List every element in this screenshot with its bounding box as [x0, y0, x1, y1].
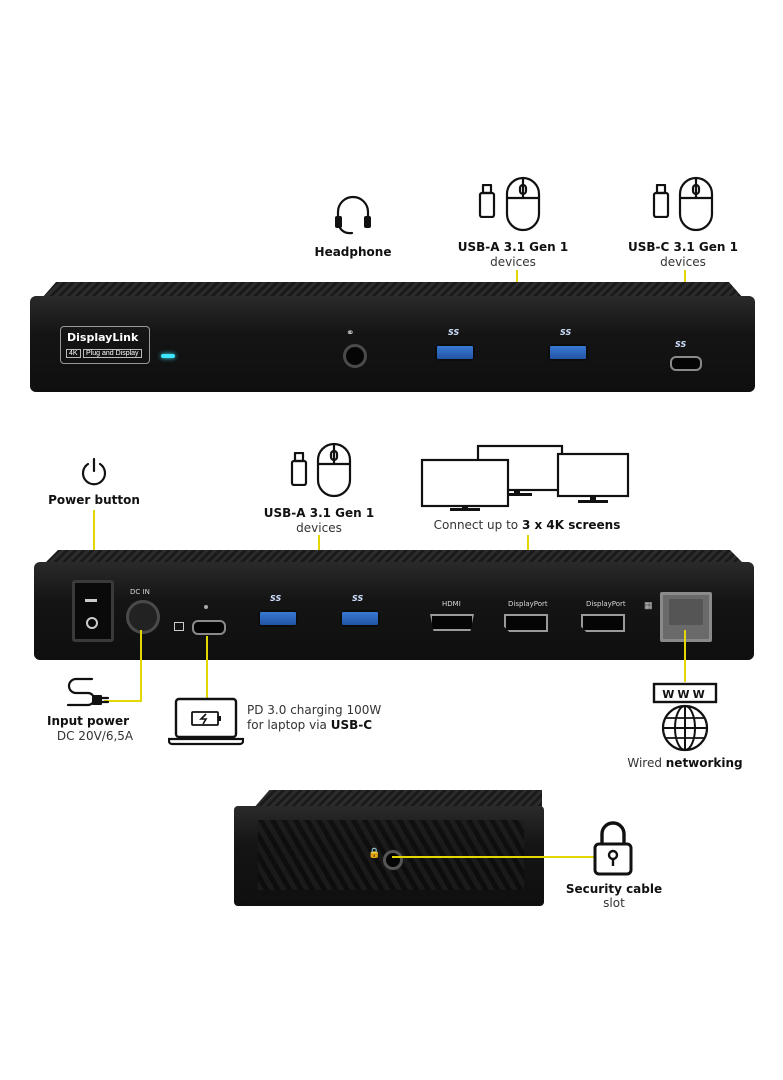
pd-line2-bold: USB-C: [330, 718, 373, 732]
front-usba-port-1[interactable]: [435, 344, 475, 361]
rear-usba-sub: devices: [296, 521, 342, 535]
ss-logo-icon: SS: [448, 328, 460, 337]
padlock-icon: [592, 820, 634, 883]
screens-bold: 3 x 4K screens: [521, 518, 621, 532]
rear-usba-port-1[interactable]: [258, 610, 298, 627]
networking-prefix: Wired: [627, 756, 666, 770]
rear-usbc-port[interactable]: [192, 620, 226, 635]
displayport-1-port[interactable]: [504, 614, 548, 632]
front-usbc-label: USB-C 3.1 Gen 1: [628, 240, 738, 254]
front-usba-label: USB-A 3.1 Gen 1: [457, 240, 569, 254]
brand-plug: Plug and Display: [83, 349, 142, 358]
brand-4k: 4K: [66, 349, 81, 358]
brand-text: DisplayLink: [67, 331, 139, 344]
rear-usba-label: USB-A 3.1 Gen 1: [263, 506, 375, 520]
www-globe-icon: [652, 680, 718, 757]
ethernet-port[interactable]: [660, 592, 712, 642]
front-usba-port-2[interactable]: [548, 344, 588, 361]
power-switch[interactable]: [72, 580, 114, 642]
displayport-1-label: DisplayPort: [508, 600, 548, 608]
mouse-icon: [505, 176, 541, 237]
hdmi-port[interactable]: [430, 614, 474, 631]
rear-usba-port-2[interactable]: [340, 610, 380, 627]
ss-logo-icon: SS: [560, 328, 572, 337]
network-icon: ▦: [644, 600, 653, 610]
displayport-2-label: DisplayPort: [586, 600, 626, 608]
ss-logo-icon: SS: [270, 594, 282, 603]
ss-logo-icon: SS: [352, 594, 364, 603]
ss-logo-icon: SS: [675, 340, 687, 349]
security-label: Security cable: [565, 882, 663, 896]
front-usbc-sub: devices: [660, 255, 706, 269]
pd-line2-prefix: for laptop via: [247, 718, 331, 732]
pd-icon: [174, 622, 184, 631]
security-sub: slot: [603, 896, 625, 910]
www-text: WWW: [662, 688, 708, 701]
power-label: Power button: [48, 493, 140, 507]
headphone-jack[interactable]: [343, 344, 367, 368]
dock-rear-view: DC IN SS SS HDMI DisplayPort DisplayPort…: [34, 550, 754, 660]
laptop-charging-icon: [167, 696, 245, 751]
displaylink-badge: DisplayLink 4K Plug and Display: [60, 326, 150, 364]
front-usbc-port[interactable]: [670, 356, 702, 371]
screens-prefix: Connect up to: [433, 518, 522, 532]
mouse-icon: [678, 176, 714, 237]
dock-side-view: 🔒: [234, 790, 548, 906]
front-usba-sub: devices: [490, 255, 536, 269]
networking-bold: networking: [665, 756, 743, 770]
dc-in-label: DC IN: [130, 588, 150, 596]
pd-line2: for laptop via USB-C: [247, 718, 372, 732]
hdmi-label: HDMI: [442, 600, 461, 608]
headphone-label: Headphone: [314, 245, 392, 259]
usb-stick-icon: [478, 183, 496, 223]
lock-mini-icon: 🔒: [368, 848, 381, 859]
power-icon: [78, 456, 110, 493]
dock-front-view: DisplayLink 4K Plug and Display ⚭ SS SS …: [30, 282, 755, 392]
power-led: [161, 354, 175, 358]
usb-stick-icon: [290, 451, 308, 491]
dc-in-port[interactable]: [126, 600, 160, 634]
displayport-2-port[interactable]: [581, 614, 625, 632]
screens-label: Connect up to 3 x 4K screens: [434, 518, 621, 532]
security-slot[interactable]: [383, 850, 403, 870]
input-power-sub: DC 20V/6,5A: [56, 729, 134, 743]
input-power-label: Input power: [46, 714, 130, 728]
usb-stick-icon: [652, 183, 670, 223]
headphone-icon: [330, 192, 376, 236]
monitors-icon: [418, 444, 632, 517]
reset-pinhole[interactable]: [204, 605, 208, 609]
pd-line1: PD 3.0 charging 100W: [247, 703, 382, 717]
networking-label: Wired networking: [627, 756, 742, 770]
power-cable-icon: [62, 674, 110, 713]
headphone-jack-icon: ⚭: [346, 328, 355, 339]
mouse-icon: [316, 442, 352, 503]
